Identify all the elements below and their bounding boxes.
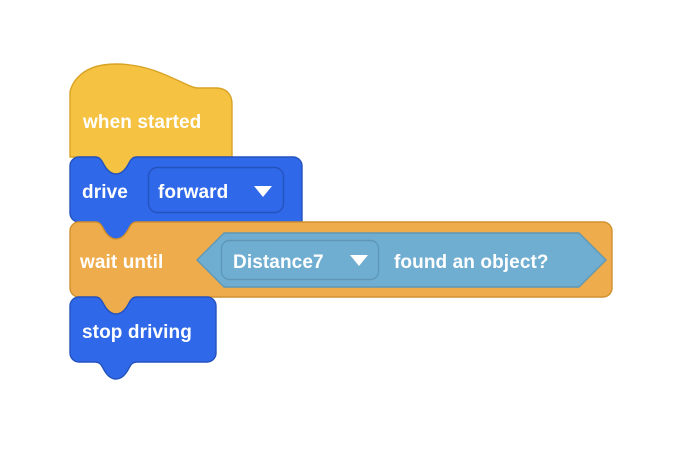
sensor-dropdown-value[interactable]: Distance7 bbox=[233, 252, 324, 273]
stop-driving-block[interactable] bbox=[70, 297, 216, 362]
drive-label: drive bbox=[82, 182, 128, 203]
when-started-label: when started bbox=[83, 112, 202, 133]
sensor-dropdown[interactable] bbox=[221, 240, 379, 280]
direction-dropdown[interactable] bbox=[148, 167, 284, 213]
when-started-block[interactable] bbox=[70, 64, 232, 157]
direction-dropdown-value[interactable]: forward bbox=[158, 182, 229, 203]
stop-driving-label: stop driving bbox=[82, 322, 192, 343]
wait-until-label: wait until bbox=[80, 252, 164, 273]
found-object-label: found an object? bbox=[394, 252, 549, 273]
